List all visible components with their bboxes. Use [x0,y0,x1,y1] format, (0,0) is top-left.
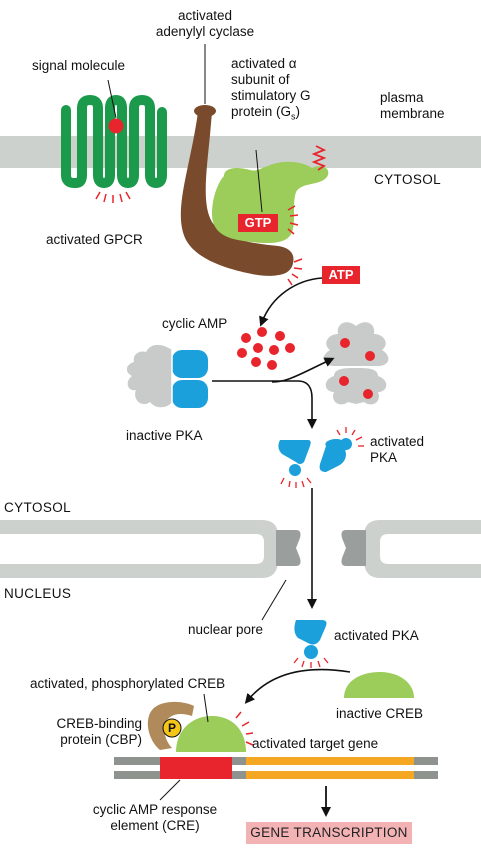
phosphate-circle [162,718,182,738]
alpha-line-4-text: protein (G [231,104,292,119]
alpha-line-1: activated α [231,56,297,71]
label-activated-gpcr: activated GPCR [46,232,143,247]
creb-activation-arrow [244,668,351,704]
label-activated-phosphorylated-creb: activated, phosphorylated CREB [30,676,226,691]
nuclear-pore-complexes [276,530,366,566]
label-nucleus: NUCLEUS [4,586,72,601]
atp-to-camp-arrow [259,277,323,327]
lipid-anchor [311,145,327,171]
label-inactive-creb: inactive CREB [336,706,424,721]
alpha-line-4: protein (Gs) [231,104,311,125]
camp-binding-arrow [271,357,335,383]
activated-pka-nucleus [294,620,327,659]
pka-nucleus-burst [293,657,329,668]
activated-pka-bursts [280,427,364,488]
gtp-burst [287,205,299,235]
alpha-close-paren: ) [295,104,301,119]
label-activated-pka-nucleus: activated PKA [334,628,419,643]
label-plasma-membrane: plasma membrane [380,90,445,121]
label-cytosol-nuclear: CYTOSOL [4,500,72,515]
creb-pointer [203,693,209,723]
active-creb-shape [176,716,246,752]
inactive-pka [126,344,208,408]
label-cre: cyclic AMP response element (CRE) [92,802,218,833]
dna-strands [114,757,438,779]
gpcr-receptor [61,95,167,188]
label-phosphate: P [167,721,176,735]
label-cytosol-top: CYTOSOL [374,172,442,187]
g-alpha-pointer [255,149,263,213]
signal-molecule-dot [108,118,124,134]
label-signal-molecule: signal molecule [32,58,126,73]
inactive-creb-shape [344,672,414,698]
plasma-membrane [0,136,481,168]
atp-tag: ATP [322,266,360,284]
label-activated-pka-top: activated PKA [370,434,425,465]
gtp-tag: GTP [238,214,278,232]
gene-transcription-box: GENE TRANSCRIPTION [246,822,412,844]
nuclear-envelope [0,520,481,578]
label-activated-alpha-subunit: activated α subunit of stimulatory G pro… [231,56,311,125]
adenylyl-cyclase [180,105,294,276]
activated-pka-pair [278,438,352,476]
gpcr-activation-burst [95,191,131,203]
label-nuclear-pore: nuclear pore [188,622,264,637]
label-inactive-pka: inactive PKA [126,428,203,443]
pka-activation-arrow [212,380,317,429]
signal-molecule-pointer [107,79,117,119]
atp-burst [287,258,303,286]
alpha-line-2: subunit of [231,72,290,87]
label-activated-target-gene: activated target gene [252,736,379,751]
alpha-line-3: stimulatory G [231,88,311,103]
nuclear-pore-pointer [261,579,287,621]
regulatory-subunits-camp [323,322,389,405]
cyclic-amp-dots [237,327,295,370]
cbp-shape [147,701,194,750]
creb-activation-burst [235,711,254,746]
label-activated-adenylyl-cyclase: activated adenylyl cyclase [155,8,255,39]
cre-pointer [159,779,181,801]
label-creb-binding-protein: CREB-binding protein (CBP) [56,716,142,747]
alpha-subscript: s [291,111,296,122]
label-cyclic-amp: cyclic AMP [162,316,228,331]
